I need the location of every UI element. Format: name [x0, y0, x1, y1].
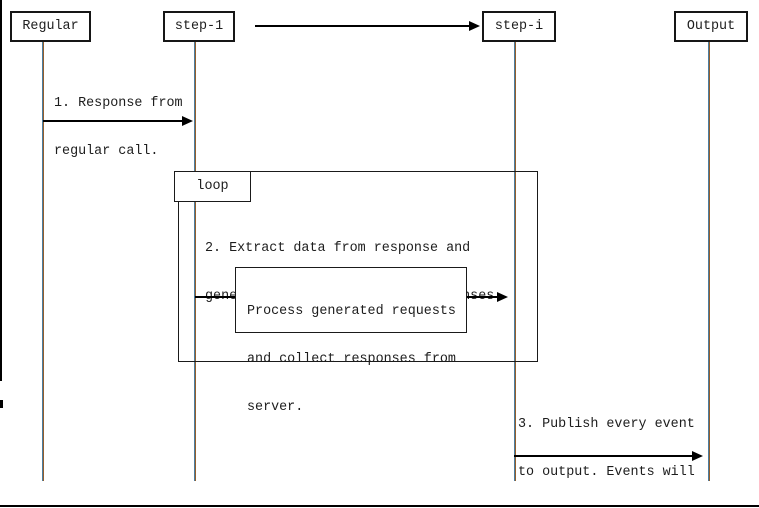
note-publish-line-1: 3. Publish every event: [518, 417, 695, 432]
publish-arrow-head-icon: [692, 451, 703, 461]
note-response-regular: 1. Response from regular call.: [54, 64, 183, 192]
note-response-line-2: regular call.: [54, 144, 159, 159]
actor-box-regular: Regular: [10, 11, 91, 42]
process-box-line-1: Process generated requests: [247, 304, 456, 319]
publish-arrow-line: [514, 455, 692, 457]
actor-label-step-i: step-i: [494, 19, 544, 34]
process-box-line-3: server.: [247, 400, 304, 415]
actor-box-output: Output: [674, 11, 748, 42]
chain-arrow-line: [255, 25, 469, 27]
message1-arrow-line: [43, 120, 182, 122]
process-box-line-2: and collect responses from: [247, 352, 456, 367]
process-arrow-line: [467, 296, 497, 298]
actor-box-step-i: step-i: [482, 11, 556, 42]
bottom-window-edge: [0, 505, 759, 507]
note-publish-line-2: to output. Events will: [518, 465, 695, 480]
chain-arrow-head-icon: [469, 21, 480, 31]
lifeline-regular: [42, 42, 44, 481]
left-window-edge: [0, 0, 2, 381]
left-edge-tick: [0, 400, 3, 408]
process-requests-box: Process generated requests and collect r…: [235, 267, 467, 415]
loop-fragment-label: loop: [174, 171, 251, 202]
note-extract-line-1: 2. Extract data from response and: [205, 241, 471, 256]
lifeline-step-i: [514, 42, 516, 481]
note-publish-events: 3. Publish every event to output. Events…: [518, 385, 703, 508]
message1-arrow-head-icon: [182, 116, 193, 126]
actor-label-output: Output: [686, 19, 736, 34]
actor-box-step-1: step-1: [163, 11, 235, 42]
actor-label-step-1: step-1: [174, 19, 224, 34]
note-response-line-1: 1. Response from: [54, 96, 183, 111]
loop-fragment-box: [178, 171, 538, 362]
process-arrow-head-icon: [497, 292, 508, 302]
loop-label-text: loop: [196, 179, 229, 194]
lifeline-step-1: [194, 42, 196, 481]
process-box-connector-line: [195, 296, 235, 298]
actor-label-regular: Regular: [22, 19, 79, 34]
lifeline-output: [708, 42, 710, 481]
